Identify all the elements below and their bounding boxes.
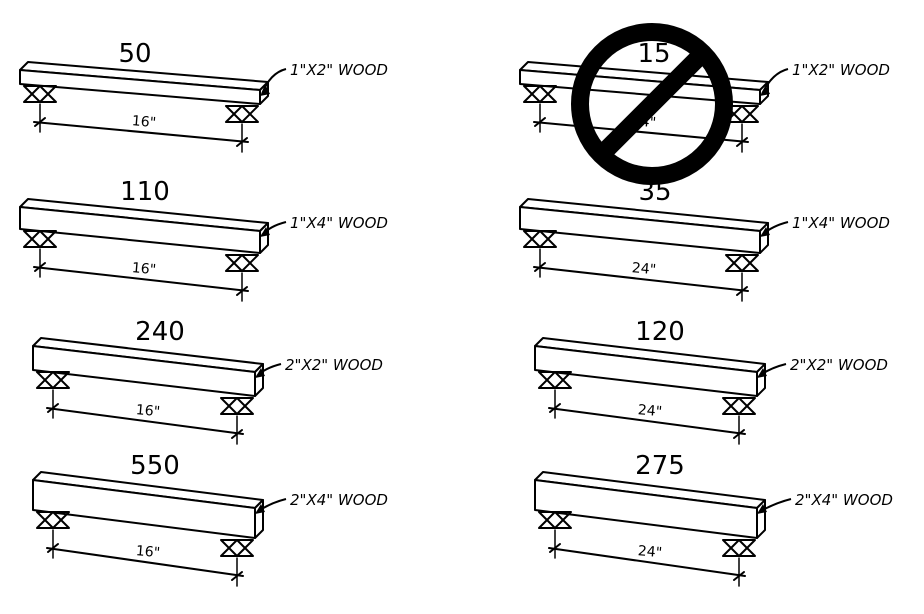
left-support bbox=[23, 85, 57, 103]
right-support bbox=[225, 254, 259, 272]
right-support-top bbox=[722, 397, 756, 415]
left-support bbox=[23, 230, 57, 248]
leader-arrow-icon bbox=[757, 368, 767, 378]
dimension-tick-right bbox=[236, 286, 248, 296]
dimension-tick-right bbox=[231, 429, 243, 439]
dimension-tick-right bbox=[733, 429, 745, 439]
dimension-tick-left bbox=[47, 403, 59, 413]
dimension-tick-right bbox=[736, 286, 748, 296]
dimension-tick-right bbox=[733, 571, 745, 581]
dimension-tick-left bbox=[47, 543, 59, 553]
load-value: 550 bbox=[130, 451, 180, 481]
leader-arrow-icon bbox=[260, 227, 270, 237]
beam-diagram: 24"151"X2" WOOD bbox=[519, 23, 890, 185]
load-value: 50 bbox=[118, 39, 151, 69]
left-support-top bbox=[23, 230, 57, 248]
left-support-top bbox=[523, 230, 557, 248]
prohibited-slash bbox=[594, 46, 710, 162]
material-label: 2"X2" WOOD bbox=[790, 356, 888, 374]
dimension-line bbox=[548, 407, 746, 435]
beam-diagram: 24" 35 1"X4" WOOD bbox=[519, 177, 890, 302]
left-support-top bbox=[538, 511, 572, 529]
span-label: 24" bbox=[631, 260, 657, 278]
dimension-line bbox=[33, 121, 249, 143]
span-label: 16" bbox=[131, 113, 157, 131]
span-label: 16" bbox=[131, 260, 157, 278]
right-support bbox=[220, 539, 254, 557]
load-value: 35 bbox=[638, 177, 671, 207]
material-label: 1"X4" WOOD bbox=[792, 214, 890, 232]
material-label: 2"X4" WOOD bbox=[290, 491, 388, 509]
dimension-tick-right bbox=[236, 137, 248, 147]
prohibited-icon bbox=[571, 23, 733, 185]
left-support-top bbox=[36, 511, 70, 529]
right-support bbox=[722, 397, 756, 415]
dimension-line bbox=[548, 547, 746, 577]
leader-arrow-icon bbox=[255, 504, 265, 514]
span-label: 24" bbox=[637, 543, 663, 561]
dimension-tick-left bbox=[549, 543, 561, 553]
dimension-tick-left bbox=[534, 117, 546, 127]
leader-arrow-icon bbox=[757, 504, 767, 514]
leader-arrow-icon bbox=[260, 86, 270, 96]
left-support-top bbox=[523, 85, 557, 103]
span-label: 16" bbox=[135, 543, 161, 561]
material-label: 1"X2" WOOD bbox=[290, 61, 388, 79]
left-support-top bbox=[36, 371, 70, 389]
span-label: 24" bbox=[637, 402, 663, 420]
left-support-top bbox=[538, 371, 572, 389]
material-label: 2"X4" WOOD bbox=[795, 491, 893, 509]
right-support-top bbox=[220, 539, 254, 557]
left-support-top bbox=[23, 85, 57, 103]
dimension-tick-right bbox=[231, 571, 243, 581]
material-label: 2"X2" WOOD bbox=[285, 356, 383, 374]
beam-diagram: 24" 275 2"X4" WOOD bbox=[534, 451, 893, 587]
span-label: 16" bbox=[135, 402, 161, 420]
right-support-top bbox=[220, 397, 254, 415]
left-support bbox=[523, 85, 557, 103]
beam-diagram: 16" 550 2"X4" WOOD bbox=[32, 451, 388, 587]
leader-arrow-icon bbox=[760, 86, 770, 96]
right-support bbox=[722, 539, 756, 557]
dimension-line bbox=[533, 266, 749, 292]
right-support bbox=[225, 105, 259, 123]
right-support-top bbox=[725, 105, 759, 123]
dimension-line bbox=[33, 266, 249, 292]
dimension-tick-left bbox=[549, 403, 561, 413]
load-value: 120 bbox=[635, 317, 685, 347]
dimension-tick-left bbox=[34, 262, 46, 272]
dimension-line bbox=[46, 547, 244, 577]
load-value: 15 bbox=[637, 39, 670, 69]
material-label: 1"X4" WOOD bbox=[290, 214, 388, 232]
dimension-tick-right bbox=[736, 137, 748, 147]
right-support-top bbox=[225, 254, 259, 272]
load-value: 275 bbox=[635, 451, 685, 481]
leader-arrow-icon bbox=[760, 227, 770, 237]
right-support-top bbox=[725, 254, 759, 272]
leader-arrow-icon bbox=[255, 368, 265, 378]
beam-diagram: 16" 240 2"X2" WOOD bbox=[32, 317, 383, 445]
right-support bbox=[220, 397, 254, 415]
dimension-tick-left bbox=[34, 117, 46, 127]
dimension-tick-left bbox=[534, 262, 546, 272]
right-support-top bbox=[722, 539, 756, 557]
left-support bbox=[523, 230, 557, 248]
right-support-top bbox=[225, 105, 259, 123]
beam-diagram: 16" 110 1"X4" WOOD bbox=[19, 177, 388, 302]
dimension-line bbox=[46, 407, 244, 435]
load-value: 240 bbox=[135, 317, 185, 347]
load-value: 110 bbox=[120, 177, 170, 207]
beam-diagram: 16" 50 1"X2" WOOD bbox=[19, 39, 388, 153]
material-label: 1"X2" WOOD bbox=[792, 61, 890, 79]
beam-diagram: 24" 120 2"X2" WOOD bbox=[534, 317, 888, 445]
right-support bbox=[725, 254, 759, 272]
